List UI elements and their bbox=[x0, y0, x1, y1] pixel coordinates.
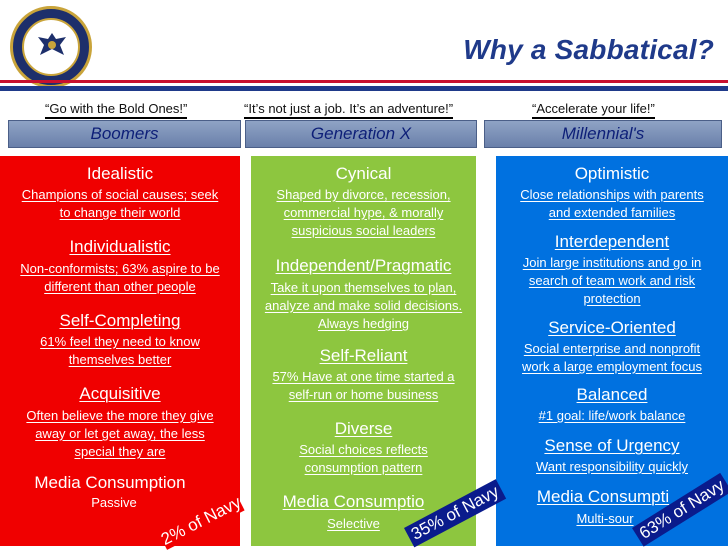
trait-heading: Acquisitive bbox=[79, 384, 161, 403]
trait-heading: Independent/Pragmatic bbox=[275, 256, 452, 275]
trait-text: different than other people bbox=[44, 279, 196, 294]
trait-text: Multi-sour bbox=[576, 511, 634, 526]
trait-heading: Individualistic bbox=[69, 237, 171, 256]
trait-text: Take it upon themselves to plan, bbox=[270, 280, 457, 295]
seal-inner-ring bbox=[22, 18, 80, 76]
trait-heading: Cynical bbox=[335, 164, 392, 183]
trait-text: consumption pattern bbox=[304, 460, 423, 475]
divider-red bbox=[0, 80, 728, 83]
trait-text: Non-conformists; 63% aspire to be bbox=[20, 261, 220, 276]
trait-text: suspicious social leaders bbox=[291, 223, 436, 238]
trait-text: and extended families bbox=[548, 205, 676, 220]
trait-text: themselves better bbox=[68, 352, 172, 367]
trait-heading: Diverse bbox=[334, 419, 393, 438]
trait-text: 61% feel they need to know bbox=[40, 334, 200, 349]
trait-heading: Optimistic bbox=[574, 164, 650, 183]
header-boomers: Boomers bbox=[8, 120, 241, 148]
header-millennials: Millennial's bbox=[484, 120, 722, 148]
page-title: Why a Sabbatical? bbox=[463, 34, 714, 65]
trait-heading: Media Consumpti bbox=[536, 487, 670, 506]
trait-text: Often believe the more they give bbox=[26, 408, 214, 423]
trait-text: protection bbox=[583, 291, 641, 306]
trait-text: away or let get away, the less bbox=[35, 426, 205, 441]
trait-text: work a large employment focus bbox=[522, 359, 702, 374]
eagle-icon bbox=[38, 33, 66, 55]
trait-text: analyze and make solid decisions. bbox=[264, 298, 463, 313]
trait-text: 57% Have at one time started a bbox=[272, 369, 455, 384]
header-boomers-label: Boomers bbox=[90, 124, 159, 143]
header-genx-label: Generation X bbox=[310, 124, 412, 143]
divider-blue bbox=[0, 86, 728, 91]
trait-text: Champions of social causes; seek bbox=[21, 187, 219, 202]
panel-boomers: Idealistic Champions of social causes; s… bbox=[0, 156, 240, 546]
trait-heading: Media Consumptio bbox=[282, 492, 425, 511]
trait-heading: Media Consumption bbox=[34, 473, 186, 492]
trait-text: Always hedging bbox=[317, 316, 410, 331]
trait-heading: Sense of Urgency bbox=[544, 436, 680, 455]
trait-text: Social choices reflects bbox=[299, 442, 428, 457]
panel-genx: Cynical Shaped by divorce, recession, co… bbox=[251, 156, 476, 546]
quote-boomers: “Go with the Bold Ones!” bbox=[45, 101, 188, 119]
header-millennials-label: Millennial's bbox=[561, 124, 645, 143]
quote-millennials: “Accelerate your life!” bbox=[532, 101, 655, 119]
navy-seal-logo bbox=[10, 6, 92, 88]
trait-text: self-run or home business bbox=[288, 387, 439, 402]
trait-text: Shaped by divorce, recession, bbox=[276, 187, 451, 202]
trait-text: Selective bbox=[327, 516, 380, 531]
trait-heading: Balanced bbox=[576, 385, 648, 404]
trait-text: special they are bbox=[74, 444, 166, 459]
trait-heading: Self-Completing bbox=[59, 311, 181, 330]
quote-genx: “It’s not just a job. It’s an adventure!… bbox=[244, 101, 454, 119]
trait-text: Passive bbox=[91, 495, 137, 510]
trait-heading: Self-Reliant bbox=[319, 346, 408, 365]
trait-text: to change their world bbox=[59, 205, 181, 220]
trait-text: Social enterprise and nonprofit bbox=[523, 341, 701, 356]
trait-text: #1 goal: life/work balance bbox=[538, 408, 686, 423]
trait-heading: Idealistic bbox=[86, 164, 154, 183]
trait-text: Want responsibility quickly bbox=[536, 459, 688, 474]
trait-text: commercial hype, & morally bbox=[283, 205, 444, 220]
trait-text: Close relationships with parents bbox=[520, 187, 704, 202]
trait-text: search of team work and risk bbox=[528, 273, 696, 288]
trait-text: Join large institutions and go in bbox=[522, 255, 702, 270]
trait-heading: Service-Oriented bbox=[548, 318, 676, 337]
trait-heading: Interdependent bbox=[554, 232, 670, 251]
header-genx: Generation X bbox=[245, 120, 477, 148]
panel-millennials: Optimistic Close relationships with pare… bbox=[496, 156, 728, 546]
